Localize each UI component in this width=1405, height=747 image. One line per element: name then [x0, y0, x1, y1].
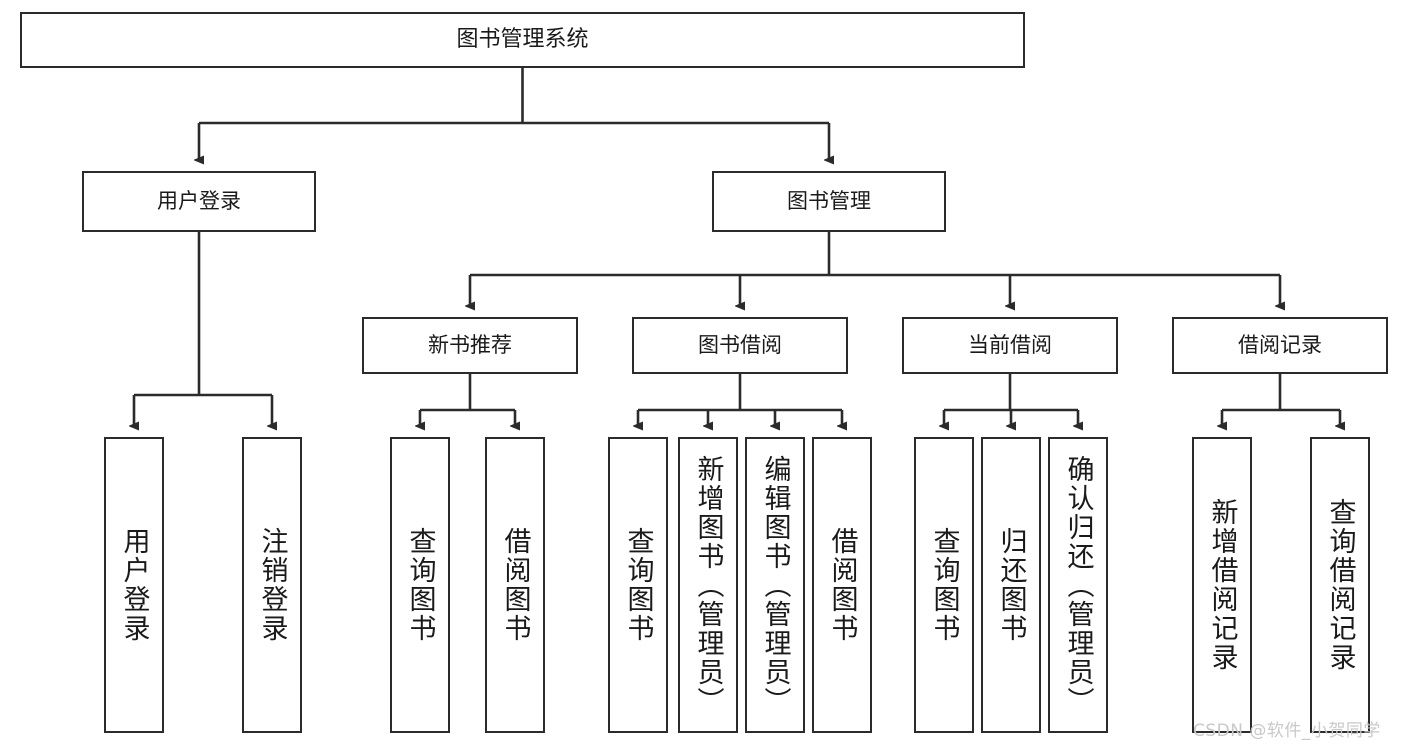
node-borrow-record[interactable]: 借阅记录	[1172, 317, 1388, 374]
node-label: 新书推荐	[428, 333, 512, 358]
node-user-login[interactable]: 用户登录	[82, 171, 316, 232]
node-leaf-cb-query-book[interactable]: 查询图书	[914, 437, 974, 733]
node-label: 用户登录	[157, 189, 241, 214]
node-leaf-cb-return-book[interactable]: 归还图书	[981, 437, 1041, 733]
node-leaf-bb-borrow-book[interactable]: 借阅图书	[812, 437, 872, 733]
node-leaf-br-query-record[interactable]: 查询借阅记录	[1310, 437, 1370, 733]
node-label: 查询图书	[404, 527, 436, 643]
node-label: 当前借阅	[968, 333, 1052, 358]
node-label: 查询图书	[622, 527, 654, 643]
node-leaf-bb-query-book[interactable]: 查询图书	[608, 437, 668, 733]
node-label: 借阅记录	[1238, 333, 1322, 358]
node-leaf-bb-edit-book[interactable]: 编辑图书（管理员）	[745, 437, 805, 733]
node-root[interactable]: 图书管理系统	[20, 12, 1025, 68]
node-current-borrow[interactable]: 当前借阅	[902, 317, 1118, 374]
watermark: CSDN @软件_小贺同学	[1193, 721, 1381, 741]
node-label: 用户登录	[118, 527, 150, 643]
node-label: 图书管理	[787, 189, 871, 214]
node-new-book-rec[interactable]: 新书推荐	[362, 317, 578, 374]
node-leaf-rec-borrow-book[interactable]: 借阅图书	[485, 437, 545, 733]
node-leaf-bb-add-book[interactable]: 新增图书（管理员）	[678, 437, 738, 733]
node-leaf-user-logout[interactable]: 注销登录	[242, 437, 302, 733]
node-label: 图书借阅	[698, 333, 782, 358]
node-leaf-br-add-record[interactable]: 新增借阅记录	[1192, 437, 1252, 733]
node-label: 查询借阅记录	[1324, 498, 1356, 672]
node-label: 图书管理系统	[456, 27, 589, 53]
node-label: 查询图书	[928, 527, 960, 643]
node-leaf-user-login[interactable]: 用户登录	[104, 437, 164, 733]
node-leaf-rec-query-book[interactable]: 查询图书	[390, 437, 450, 733]
node-label: 借阅图书	[826, 527, 858, 643]
node-book-borrow[interactable]: 图书借阅	[632, 317, 848, 374]
node-label: 编辑图书（管理员）	[759, 454, 791, 716]
node-label: 新增借阅记录	[1206, 498, 1238, 672]
node-label: 确认归还（管理员）	[1062, 454, 1094, 716]
node-book-mgmt[interactable]: 图书管理	[712, 171, 946, 232]
node-label: 注销登录	[256, 527, 288, 643]
node-label: 新增图书（管理员）	[692, 454, 724, 716]
node-label: 归还图书	[995, 527, 1027, 643]
node-label: 借阅图书	[499, 527, 531, 643]
node-leaf-cb-confirm-return[interactable]: 确认归还（管理员）	[1048, 437, 1108, 733]
